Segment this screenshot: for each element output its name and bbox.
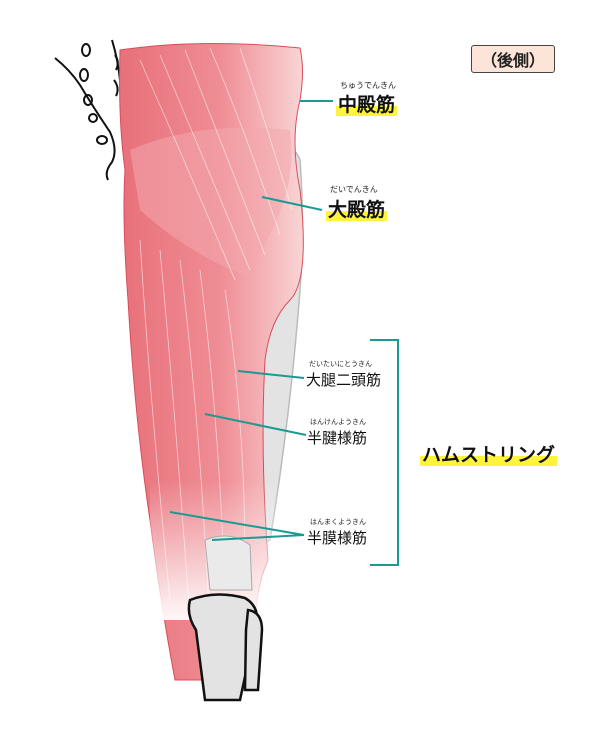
pelvis-bone: [54, 39, 121, 181]
leader-semimembranosus-a: [169, 511, 305, 536]
semitendinosus-label: 半腱様筋: [307, 429, 368, 447]
semitendinosus-reading: はんけんようきん: [310, 418, 366, 426]
gluteus-region: [130, 127, 292, 275]
knee-bones: [187, 535, 264, 702]
semimembranosus-reading: はんまくようきん: [310, 518, 366, 526]
biceps-femoris-reading: だいたいにとうきん: [309, 360, 372, 368]
gluteus-maximus-label: 大殿筋: [326, 199, 388, 221]
hamstring-group-label: ハムストリング: [420, 444, 558, 466]
semimembranosus-label: 半膜様筋: [307, 529, 368, 547]
leader-biceps-femoris: [237, 370, 305, 379]
view-badge: （後側）: [471, 45, 555, 73]
hamstring-bracket: [370, 339, 399, 566]
sacrum-holes: [79, 43, 119, 145]
leader-gluteus-maximus: [261, 196, 323, 211]
leader-semimembranosus-b: [211, 534, 305, 541]
gluteus-medius-reading: ちゅうでんきん: [340, 81, 396, 90]
biceps-femoris-label: 大腿二頭筋: [306, 371, 382, 389]
gluteus-maximus-reading: だいでんきん: [330, 185, 378, 194]
gluteus-medius-label: 中殿筋: [336, 94, 398, 116]
leader-lines: [169, 100, 333, 541]
leader-semitendinosus: [204, 413, 307, 436]
